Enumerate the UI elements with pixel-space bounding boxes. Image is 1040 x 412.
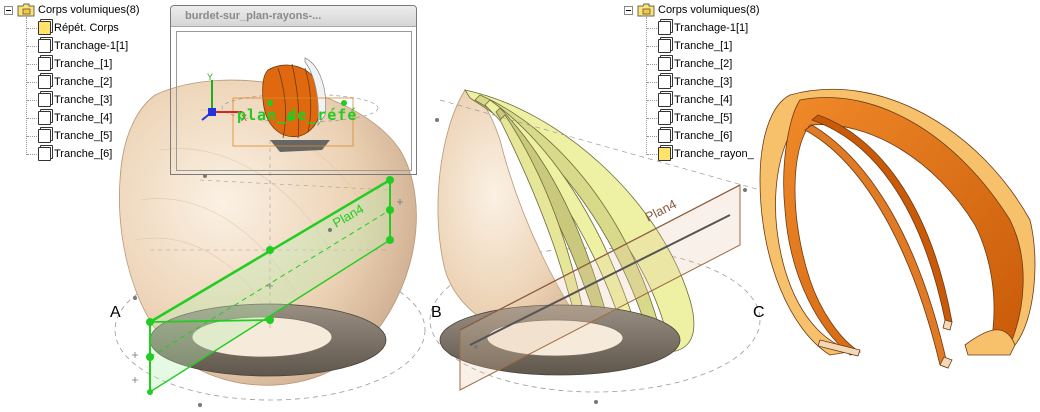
body-icon — [658, 39, 671, 53]
panel-label-b: B — [431, 304, 442, 321]
tree-item-label: Tranche_[1] — [54, 58, 113, 70]
model-b[interactable]: Plan4 — [429, 89, 761, 404]
tree-item-right-3[interactable]: Tranche_[3] — [658, 73, 732, 91]
feature-tree-right: Corps volumiques(8) Tranchage-1[1] Tranc… — [620, 0, 790, 170]
slice-inner — [804, 114, 1016, 369]
tree-item-label: Tranchage-1[1] — [54, 40, 129, 52]
tree-item-label: Tranche_[4] — [674, 94, 733, 106]
body-icon — [38, 93, 51, 107]
preview-canvas[interactable]: plan_de_réfé — [176, 31, 412, 171]
svg-text:Y: Y — [207, 72, 213, 82]
tree-item-label: Répét. Corps — [54, 22, 119, 34]
preview-title[interactable]: burdet-sur_plan-rayons-... — [171, 6, 416, 27]
tree-item-right-1[interactable]: Tranche_[1] — [658, 37, 732, 55]
body-icon — [658, 75, 671, 89]
body-icon — [658, 93, 671, 107]
tree-item-left-6[interactable]: Tranche_[5] — [38, 127, 112, 145]
construction-points-a — [133, 174, 332, 407]
tree-item-label: Tranche_[5] — [674, 112, 733, 124]
selection-plane-b: Plan4 — [459, 184, 741, 391]
tree-item-right-5[interactable]: Tranche_[5] — [658, 109, 732, 127]
tree-item-label: Tranchage-1[1] — [674, 22, 749, 34]
wood-egg-body — [119, 79, 417, 386]
tree-root-left[interactable]: Corps volumiques(8) — [4, 1, 139, 19]
preview-thumbnail: Y X — [201, 57, 379, 152]
body-icon — [38, 57, 51, 71]
construction-points-b — [435, 118, 747, 404]
tree-item-label: Tranche_[6] — [54, 148, 113, 160]
body-icon — [38, 75, 51, 89]
preview-window[interactable]: burdet-sur_plan-rayons-... plan_de_réfé — [170, 5, 417, 175]
tree-item-right-4[interactable]: Tranche_[4] — [658, 91, 732, 109]
tree-item-label: Tranche_rayon_ — [674, 148, 754, 160]
model-a[interactable]: Plan4 — [114, 79, 426, 407]
pattern-body-icon — [38, 21, 51, 35]
collapse-icon[interactable] — [4, 5, 13, 15]
tree-item-label: Tranche_[1] — [674, 40, 733, 52]
plus-markers-a — [132, 199, 403, 383]
tree-item-label: Tranche_[5] — [54, 130, 113, 142]
folder-bodies-icon — [17, 3, 35, 17]
body-icon — [658, 147, 671, 161]
ring-a — [149, 303, 387, 377]
feature-tree-left: Corps volumiques(8) Répét. Corps Trancha… — [0, 0, 170, 165]
tree-item-left-0[interactable]: Répét. Corps — [38, 19, 119, 37]
collapse-icon[interactable] — [624, 5, 633, 15]
tree-item-label: Tranche_[4] — [54, 112, 113, 124]
body-icon — [658, 111, 671, 125]
slice-main — [783, 97, 1024, 356]
preview-overlay-text: plan_de_réfé — [237, 106, 358, 124]
tree-item-right-6[interactable]: Tranche_[6] — [658, 127, 732, 145]
tree-item-label: Tranche_[3] — [674, 76, 733, 88]
tree-item-label: Tranche_[3] — [54, 94, 113, 106]
body-icon — [658, 129, 671, 143]
body-icon — [38, 39, 51, 53]
body-icon — [38, 129, 51, 143]
axis-line-b — [439, 99, 761, 191]
folder-bodies-icon — [637, 3, 655, 17]
body-icon — [658, 21, 671, 35]
tree-item-left-4[interactable]: Tranche_[3] — [38, 91, 112, 109]
tree-root-right[interactable]: Corps volumiques(8) — [624, 1, 759, 19]
model-c[interactable] — [759, 88, 1036, 369]
tree-item-left-7[interactable]: Tranche_[6] — [38, 145, 112, 163]
panel-label-a: A — [110, 304, 121, 321]
tree-item-left-5[interactable]: Tranche_[4] — [38, 109, 112, 127]
tree-item-left-3[interactable]: Tranche_[2] — [38, 73, 112, 91]
svg-text:X: X — [241, 113, 247, 123]
ring-b — [439, 304, 681, 376]
tree-item-label: Tranche_[6] — [674, 130, 733, 142]
body-icon — [38, 147, 51, 161]
tree-root-label: Corps volumiques(8) — [38, 4, 140, 16]
tree-root-label: Corps volumiques(8) — [658, 4, 760, 16]
tree-item-right-2[interactable]: Tranche_[2] — [658, 55, 732, 73]
panel-label-c: C — [753, 304, 765, 321]
tree-item-label: Tranche_[2] — [674, 58, 733, 70]
tree-item-right-0[interactable]: Tranchage-1[1] — [658, 19, 748, 37]
tree-item-left-1[interactable]: Tranchage-1[1] — [38, 37, 128, 55]
body-icon — [658, 57, 671, 71]
body-icon — [38, 111, 51, 125]
construction-ellipse — [114, 259, 426, 401]
tree-item-label: Tranche_[2] — [54, 76, 113, 88]
tree-item-left-2[interactable]: Tranche_[1] — [38, 55, 112, 73]
tree-item-right-7[interactable]: Tranche_rayon_ — [658, 145, 754, 163]
